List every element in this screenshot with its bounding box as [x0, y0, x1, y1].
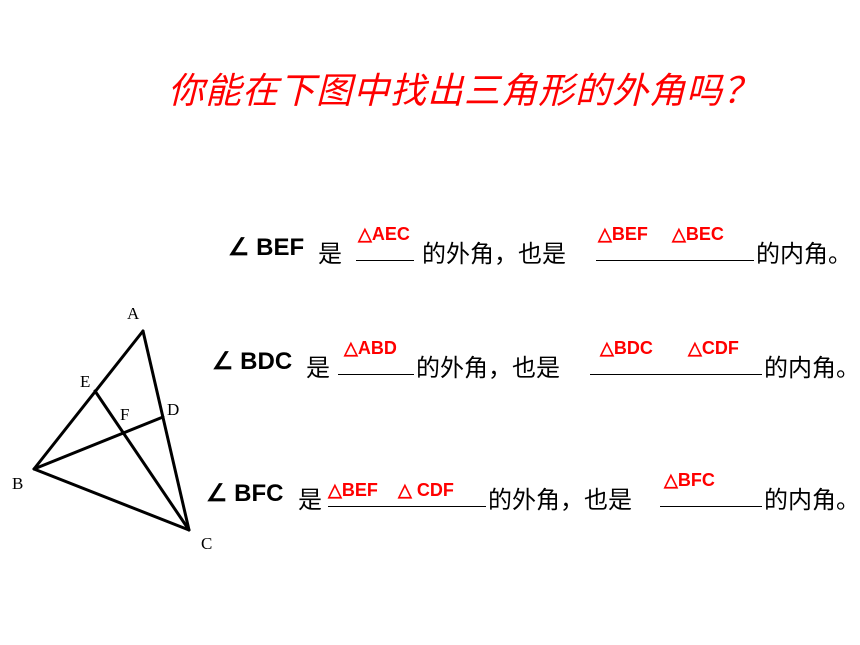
mid-text: 的外角，也是: [422, 240, 566, 268]
end-text: 的内角。: [764, 486, 860, 514]
segment-bd: [32, 415, 165, 471]
vertex-label-c: C: [201, 534, 212, 553]
answer-text-2b: △CDF: [688, 338, 739, 358]
answer-blank-2[interactable]: [596, 260, 754, 261]
is-text: 是: [306, 354, 330, 382]
angle-label: ∠ BDC: [212, 348, 293, 375]
segment-ce: [93, 389, 191, 532]
answer-blank-2[interactable]: [590, 374, 762, 375]
side-bc: [32, 467, 191, 532]
side-ac: [141, 329, 191, 532]
answer-blank-1[interactable]: [356, 260, 414, 261]
answer-blank-1[interactable]: [328, 506, 486, 507]
statement-row-3: ∠ BFC 是 △BEF △ CDF 的外角，也是 △BFC 的内角。: [0, 470, 860, 514]
vertex-label-d: D: [167, 400, 179, 419]
is-text: 是: [318, 240, 342, 268]
angle-label: ∠ BFC: [206, 480, 284, 507]
side-ab: [32, 329, 145, 471]
vertex-label-e: E: [80, 372, 90, 391]
answer-text-2b: △BEC: [672, 224, 724, 244]
statement-row-2: ∠ BDC 是 △ABD 的外角，也是 △BDC △CDF 的内角。: [0, 338, 860, 382]
answer-text-1b: △ CDF: [398, 480, 454, 500]
answer-text-1a: △BEF: [328, 480, 378, 500]
statement-row-1: ∠ BEF 是 △AEC 的外角，也是 △BEF △BEC 的内角。: [0, 224, 860, 268]
vertex-label-a: A: [127, 304, 140, 323]
answer-text-1: △ABD: [344, 338, 397, 358]
end-text: 的内角。: [764, 354, 860, 382]
end-text: 的内角。: [756, 240, 852, 268]
answer-text-2: △BFC: [664, 470, 715, 490]
mid-text: 的外角，也是: [416, 354, 560, 382]
answer-text-1: △AEC: [358, 224, 410, 244]
answer-text-2a: △BDC: [600, 338, 653, 358]
vertex-label-b: B: [12, 474, 23, 493]
vertex-label-f: F: [120, 405, 129, 424]
is-text: 是: [298, 486, 322, 514]
mid-text: 的外角，也是: [488, 486, 632, 514]
answer-blank-1[interactable]: [338, 374, 414, 375]
answer-text-2a: △BEF: [598, 224, 648, 244]
page-title: 你能在下图中找出三角形的外角吗？: [168, 71, 761, 112]
angle-label: ∠ BEF: [228, 234, 305, 261]
answer-blank-2[interactable]: [660, 506, 762, 507]
